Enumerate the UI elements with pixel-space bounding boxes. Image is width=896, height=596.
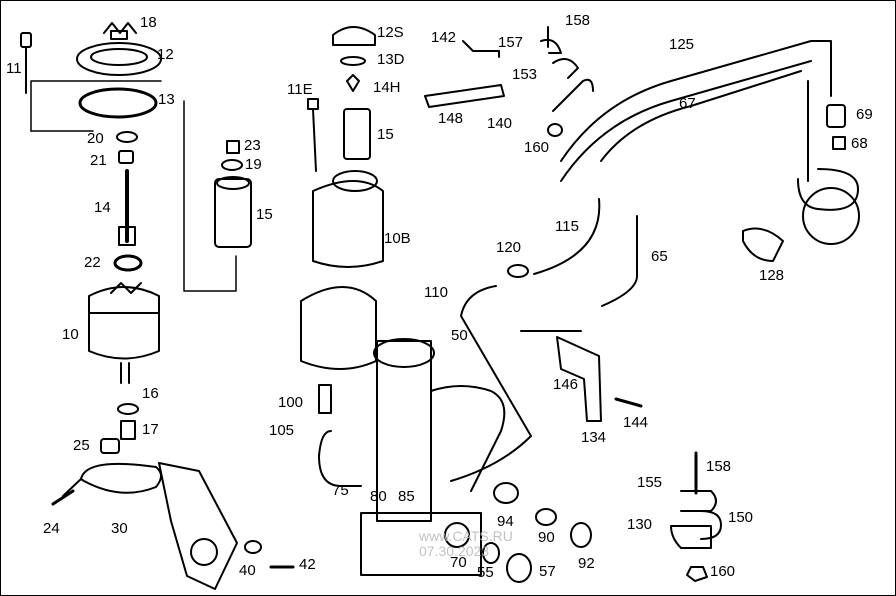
part-label-92: 92 — [578, 555, 595, 572]
part-label-120: 120 — [496, 239, 522, 256]
part-label-19: 19 — [245, 156, 262, 173]
part-label-75: 75 — [332, 482, 349, 499]
part-label-13d: 13D — [377, 51, 405, 68]
part-label-24: 24 — [43, 520, 60, 537]
part-label-142: 142 — [431, 29, 457, 46]
part-label-134: 134 — [581, 429, 607, 446]
part-label-10: 10 — [62, 326, 79, 343]
part-label-144: 144 — [623, 414, 649, 431]
dipstick-11 — [20, 32, 32, 94]
part-label-15-reservoir-filter: 15 — [377, 126, 394, 143]
part-label-160-bottom: 160 — [710, 563, 736, 580]
reservoir-10b — [312, 170, 384, 268]
part-label-153: 153 — [512, 66, 538, 83]
part-label-23: 23 — [244, 137, 261, 154]
part-label-100: 100 — [278, 394, 304, 411]
part-label-25: 25 — [73, 437, 90, 454]
part-label-16: 16 — [142, 385, 159, 402]
part-label-90: 90 — [538, 529, 555, 546]
part-label-13: 13 — [158, 91, 175, 108]
watermark: www.CATS.RU 07.30.2023 — [419, 529, 513, 558]
part-label-146: 146 — [553, 376, 579, 393]
watermark-site: www.CATS.RU — [419, 528, 513, 544]
part-label-12: 12 — [157, 46, 174, 63]
part-label-158-top: 158 — [565, 12, 591, 29]
part-label-70: 70 — [450, 554, 467, 571]
part-label-42: 42 — [299, 556, 316, 573]
watermark-date: 07.30.2023 — [419, 542, 490, 559]
part-label-22: 22 — [84, 254, 101, 271]
part-label-14: 14 — [94, 199, 111, 216]
part-label-125: 125 — [669, 36, 695, 53]
part-label-40: 40 — [239, 562, 256, 579]
part-label-65: 65 — [651, 248, 668, 265]
part-label-20: 20 — [87, 130, 104, 147]
part-label-30: 30 — [111, 520, 128, 537]
part-label-80: 80 — [370, 488, 387, 505]
part-label-158-bottom: 158 — [706, 458, 732, 475]
part-label-85: 85 — [398, 488, 415, 505]
part-label-11e: 11E — [287, 81, 313, 98]
part-label-57: 57 — [539, 563, 556, 580]
part-label-12s: 12S — [377, 24, 404, 41]
part-label-148: 148 — [438, 110, 464, 127]
part-label-110: 110 — [424, 284, 448, 301]
wing-nut-18 — [103, 22, 137, 40]
part-label-10b: 10B — [384, 230, 411, 247]
part-label-14h: 14H — [373, 79, 401, 96]
part-label-55: 55 — [477, 564, 494, 581]
part-label-68: 68 — [851, 135, 868, 152]
part-label-17: 17 — [142, 421, 159, 438]
part-label-94: 94 — [497, 513, 514, 530]
part-label-130: 130 — [627, 516, 653, 533]
part-label-140: 140 — [487, 115, 513, 132]
part-label-155: 155 — [637, 474, 663, 491]
part-label-160-top: 160 — [524, 139, 550, 156]
part-label-67: 67 — [679, 95, 696, 112]
part-label-50: 50 — [451, 327, 468, 344]
part-label-69: 69 — [856, 106, 873, 123]
part-label-115: 115 — [555, 218, 579, 235]
part-label-150: 150 — [728, 509, 754, 526]
part-label-15-filter: 15 — [256, 206, 273, 223]
part-label-18: 18 — [140, 14, 157, 31]
part-label-11: 11 — [6, 60, 22, 77]
part-label-157: 157 — [498, 34, 524, 51]
part-label-21: 21 — [90, 152, 107, 169]
part-label-105: 105 — [269, 422, 295, 439]
filter-housing-10 — [88, 282, 160, 384]
steering-box — [360, 338, 506, 576]
part-label-128: 128 — [759, 267, 785, 284]
